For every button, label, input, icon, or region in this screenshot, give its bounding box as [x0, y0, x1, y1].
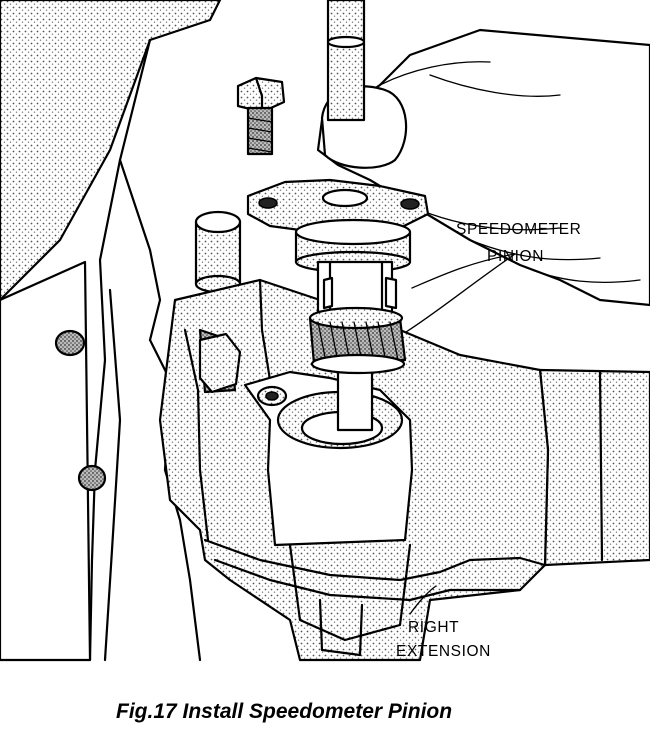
- pinion-gear: [308, 306, 407, 375]
- housing-bolt-lower: [77, 464, 107, 492]
- dowel-stud: [194, 210, 242, 294]
- retaining-bolt: [236, 76, 286, 156]
- pinion-adapter-flange: [246, 178, 430, 236]
- label-speedometer-line1: SPEEDOMETER: [456, 221, 581, 238]
- label-right-line1: RIGHT: [408, 619, 459, 636]
- housing-bolt-upper: [54, 329, 86, 357]
- leader-lines: [405, 253, 516, 615]
- transmission-housing: [0, 0, 222, 662]
- label-right-line2: EXTENSION: [396, 643, 491, 660]
- figure-caption: Fig.17 Install Speedometer Pinion: [116, 700, 452, 723]
- label-speedometer-line2: PINION: [487, 248, 544, 265]
- speedometer-cable: [326, 0, 366, 122]
- pinion-adapter-collar: [294, 218, 412, 314]
- right-case: [538, 368, 650, 567]
